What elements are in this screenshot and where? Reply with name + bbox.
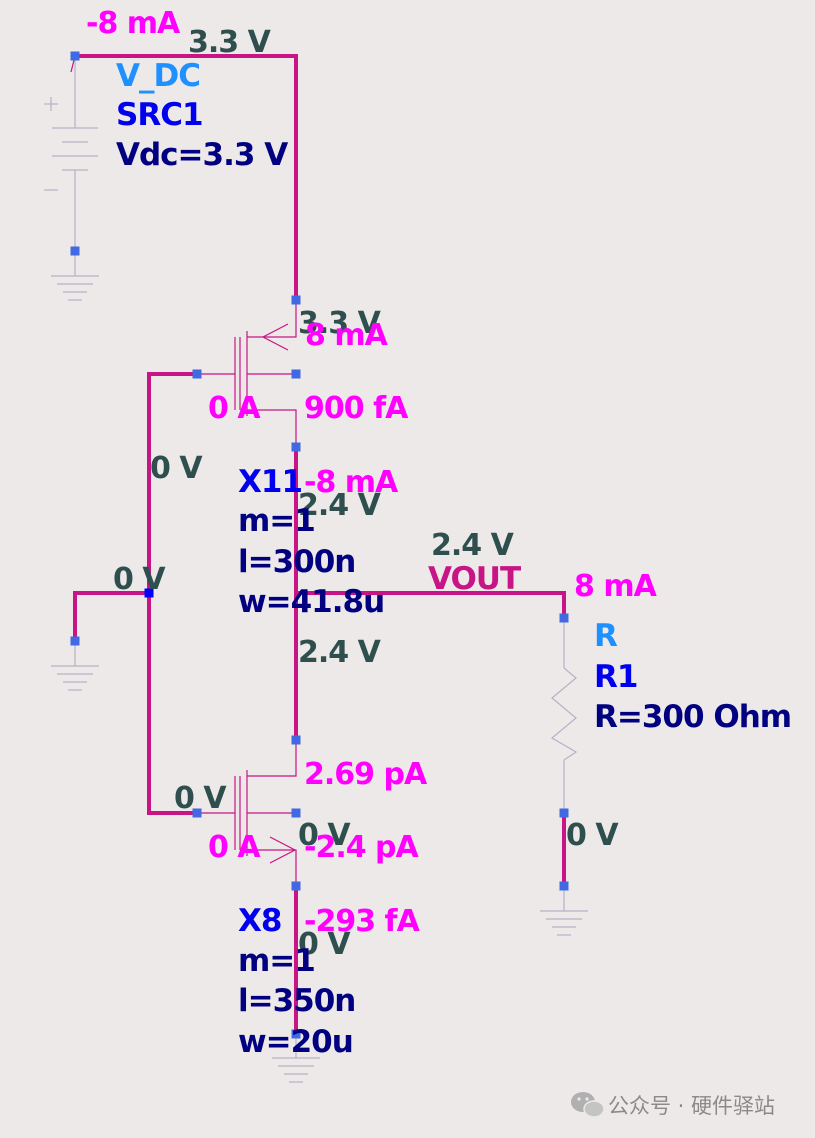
- wechat-icon: [571, 1092, 605, 1118]
- junction-node[interactable]: [144, 588, 154, 598]
- nmos-param-m-label: m=1: [238, 943, 315, 979]
- watermark-text: 公众号 · 硬件驿站: [608, 1094, 775, 1118]
- pin-node[interactable]: [559, 881, 569, 891]
- pmos-arrow-icon: [261, 323, 289, 351]
- nmos-source-voltage-label: 0 V: [298, 927, 351, 962]
- ground-icon-resistor: [540, 886, 588, 936]
- pin-node[interactable]: [291, 735, 301, 745]
- vdd-wire[interactable]: [73, 54, 298, 302]
- output-node-voltage-label: 2.4 V: [298, 635, 382, 670]
- resistor-type-label: R: [594, 618, 618, 654]
- pin-node[interactable]: [192, 808, 202, 818]
- pin-node[interactable]: [70, 636, 80, 646]
- pmos-param-w-label: w=41.8u: [238, 584, 384, 620]
- vout-wire[interactable]: [294, 591, 566, 620]
- pmos-transistor-symbol[interactable]: [197, 300, 297, 447]
- vout-net-label: VOUT: [428, 561, 521, 597]
- resistor-symbol[interactable]: [550, 618, 578, 813]
- source-type-label: V_DC: [116, 58, 200, 94]
- vout-voltage-label: 2.4 V: [431, 528, 515, 563]
- pin-node[interactable]: [291, 369, 301, 379]
- source-current-label: -8 mA: [86, 6, 181, 41]
- pin-node[interactable]: [70, 51, 80, 61]
- pin-node[interactable]: [291, 808, 301, 818]
- vdd-voltage-label: 3.3 V: [188, 25, 272, 60]
- nmos-source-current-label: -293 fA: [304, 904, 421, 939]
- pin-node[interactable]: [192, 369, 202, 379]
- pmos-source-current-label: -8 mA: [304, 465, 399, 500]
- pin-node[interactable]: [291, 442, 301, 452]
- pin-node[interactable]: [559, 808, 569, 818]
- resistor-name-label: R1: [594, 659, 637, 695]
- nmos-transistor-symbol[interactable]: [197, 740, 297, 886]
- nmos-param-l-label: l=350n: [238, 983, 355, 1019]
- gate-bus-voltage-label: 0 V: [150, 451, 203, 486]
- resistor-param-label: R=300 Ohm: [594, 699, 791, 735]
- pmos-drain-voltage-label: 3.3 V: [298, 306, 382, 341]
- nmos-bulk-voltage-label: 0 V: [298, 818, 351, 853]
- dc-source-symbol[interactable]: [44, 55, 98, 251]
- wires: [73, 54, 566, 1036]
- nmos-arrow-icon: [269, 836, 297, 864]
- resistor-bottom-voltage-label: 0 V: [566, 818, 619, 853]
- pmos-source-voltage-label: 2.4 V: [298, 488, 382, 523]
- pins: [70, 51, 569, 1039]
- pmos-gate-current-label: 0 A: [208, 391, 261, 426]
- ground-icon-left: [51, 641, 99, 691]
- ground-node-voltage-label: 0 V: [113, 562, 166, 597]
- pmos-bulk-current-label: 900 fA: [304, 391, 409, 426]
- source-name-label: SRC1: [116, 97, 203, 133]
- pin-node[interactable]: [291, 295, 301, 305]
- nmos-bulk-current-label: -2.4 pA: [304, 830, 420, 865]
- nmos-gate-current-label: 0 A: [208, 830, 261, 865]
- pin-node[interactable]: [70, 246, 80, 256]
- nmos-drain-current-label: 2.69 pA: [304, 757, 428, 792]
- gnd-wire-left[interactable]: [73, 591, 151, 643]
- pmos-drain-current-label: 8 mA: [305, 318, 389, 353]
- nmos-name-label: X8: [238, 903, 281, 939]
- pin-node[interactable]: [559, 613, 569, 623]
- resistor-current-label: 8 mA: [574, 569, 658, 604]
- pmos-param-l-label: l=300n: [238, 544, 355, 580]
- source-param-label: Vdc=3.3 V: [116, 137, 288, 173]
- nmos-gate-voltage-label: 0 V: [174, 781, 227, 816]
- pin-node[interactable]: [291, 1029, 301, 1039]
- ground-icon-nmos: [272, 1034, 320, 1083]
- pmos-name-label: X11: [238, 464, 302, 500]
- nmos-param-w-label: w=20u: [238, 1024, 353, 1060]
- pmos-param-m-label: m=1: [238, 503, 315, 539]
- ground-icon-source: [51, 251, 99, 301]
- pin-node[interactable]: [291, 881, 301, 891]
